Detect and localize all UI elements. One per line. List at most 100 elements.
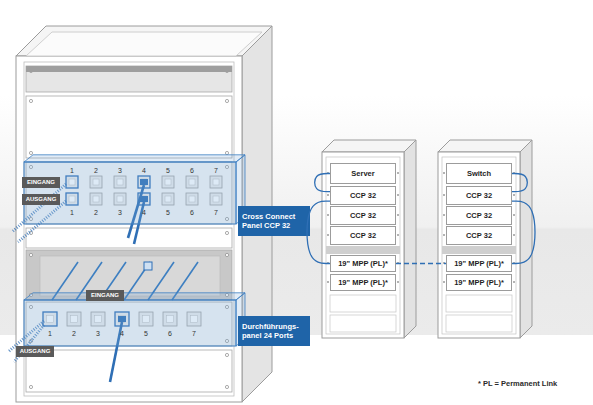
rack-unit: CCP 32 bbox=[330, 186, 396, 205]
rack-unit: CCP 32 bbox=[330, 226, 396, 245]
mounting-hole bbox=[225, 99, 228, 102]
port-number: 5 bbox=[166, 167, 170, 174]
rack-unit: CCP 32 bbox=[446, 186, 512, 205]
patch-link bbox=[315, 174, 330, 192]
port-number: 2 bbox=[94, 209, 98, 216]
rack-panel bbox=[26, 66, 232, 92]
port-number: 4 bbox=[142, 209, 146, 216]
port-number: 1 bbox=[70, 209, 74, 216]
mounting-hole bbox=[225, 231, 228, 234]
mounting-hole bbox=[327, 194, 329, 196]
patch-link bbox=[512, 174, 527, 192]
rack-unit: CCP 32 bbox=[446, 206, 512, 225]
callout-box: Cross Connect Panel CCP 32 bbox=[238, 206, 310, 236]
footnote: * PL = Permanent Link bbox=[478, 380, 557, 388]
rack-unit: Server bbox=[330, 163, 396, 184]
mounting-hole bbox=[397, 214, 399, 216]
highlight-box bbox=[24, 162, 236, 224]
cabinet-top bbox=[16, 26, 272, 56]
port-tag: EINGANG bbox=[86, 290, 124, 301]
rack-unit: 19" MPP (PL)* bbox=[446, 274, 512, 291]
port-number: 2 bbox=[94, 167, 98, 174]
rack-unit: CCP 32 bbox=[330, 206, 396, 225]
mounting-hole bbox=[225, 385, 228, 388]
node-text: CCP 32 bbox=[466, 212, 492, 220]
mounting-hole bbox=[513, 234, 515, 236]
port-tag: AUSGANG bbox=[22, 194, 60, 205]
mounting-hole bbox=[29, 385, 32, 388]
rack-side bbox=[404, 140, 416, 338]
port-number: 3 bbox=[118, 209, 122, 216]
mounting-hole bbox=[397, 281, 399, 283]
rack-unit: 19" MPP (PL)* bbox=[330, 255, 396, 272]
node-text: 19" MPP (PL)* bbox=[338, 279, 388, 287]
mounting-hole bbox=[327, 262, 329, 264]
mounting-hole bbox=[443, 281, 445, 283]
rack-panel bbox=[26, 350, 232, 392]
port-number: 1 bbox=[48, 330, 52, 337]
blank-panel bbox=[446, 315, 512, 332]
port-number: 5 bbox=[166, 209, 170, 216]
node-text: Cross Connect Panel CCP 32 bbox=[242, 212, 306, 230]
highlight-top bbox=[24, 293, 245, 300]
mounting-hole bbox=[513, 172, 515, 174]
mounting-hole bbox=[443, 194, 445, 196]
mounting-hole bbox=[397, 262, 399, 264]
panel-strip bbox=[26, 66, 232, 72]
port-number: 2 bbox=[72, 330, 76, 337]
cabinet-front bbox=[16, 56, 242, 402]
rack-unit: Switch bbox=[446, 163, 512, 184]
mounting-hole bbox=[397, 194, 399, 196]
mounting-hole bbox=[443, 262, 445, 264]
rack-unit: 19" MPP (PL)* bbox=[330, 274, 396, 291]
rack-side bbox=[520, 140, 532, 338]
port-number: 6 bbox=[168, 330, 172, 337]
mounting-hole bbox=[443, 234, 445, 236]
mounting-hole bbox=[327, 214, 329, 216]
patch-link bbox=[512, 201, 535, 263]
mounting-hole bbox=[327, 172, 329, 174]
node-text: Switch bbox=[467, 170, 491, 178]
cabinet-roof bbox=[26, 32, 262, 56]
node-text: AUSGANG bbox=[20, 348, 51, 355]
blank-panel bbox=[446, 295, 512, 312]
plug bbox=[144, 262, 152, 270]
rack-front bbox=[322, 152, 404, 338]
rack-frame bbox=[442, 157, 516, 334]
rack-unit: CCP 32 bbox=[446, 226, 512, 245]
blank-panel bbox=[330, 315, 396, 332]
node-text: 19" MPP (PL)* bbox=[338, 260, 388, 268]
highlight-top bbox=[24, 155, 245, 162]
mounting-hole bbox=[443, 172, 445, 174]
node-text: 19" MPP (PL)* bbox=[454, 279, 504, 287]
port-number: 7 bbox=[214, 167, 218, 174]
port-number: 5 bbox=[144, 330, 148, 337]
mounting-hole bbox=[397, 234, 399, 236]
port-number: 7 bbox=[192, 330, 196, 337]
port-number: 4 bbox=[142, 167, 146, 174]
patch-link bbox=[307, 201, 330, 263]
port-number: 6 bbox=[190, 209, 194, 216]
rack-unit: 19" MPP (PL)* bbox=[446, 255, 512, 272]
node-text: 19" MPP (PL)* bbox=[454, 260, 504, 268]
mounting-hole bbox=[29, 151, 32, 154]
node-text: Server bbox=[351, 170, 374, 178]
blank-panel bbox=[330, 295, 396, 312]
port-number: 1 bbox=[70, 167, 74, 174]
mounting-hole bbox=[513, 194, 515, 196]
mounting-hole bbox=[327, 234, 329, 236]
port-number: 7 bbox=[214, 209, 218, 216]
mounting-hole bbox=[327, 281, 329, 283]
node-text: CCP 32 bbox=[466, 232, 492, 240]
mounting-hole bbox=[513, 262, 515, 264]
dashed-link bbox=[396, 263, 446, 264]
rack-top bbox=[322, 140, 416, 152]
node-text: EINGANG bbox=[27, 179, 55, 186]
rack-panel bbox=[26, 96, 232, 158]
node-text: CCP 32 bbox=[350, 192, 376, 200]
port-tag: AUSGANG bbox=[16, 346, 54, 357]
callout-box: Durchführungs- panel 24 Ports bbox=[238, 316, 310, 346]
node-text: AUSGANG bbox=[26, 196, 57, 203]
